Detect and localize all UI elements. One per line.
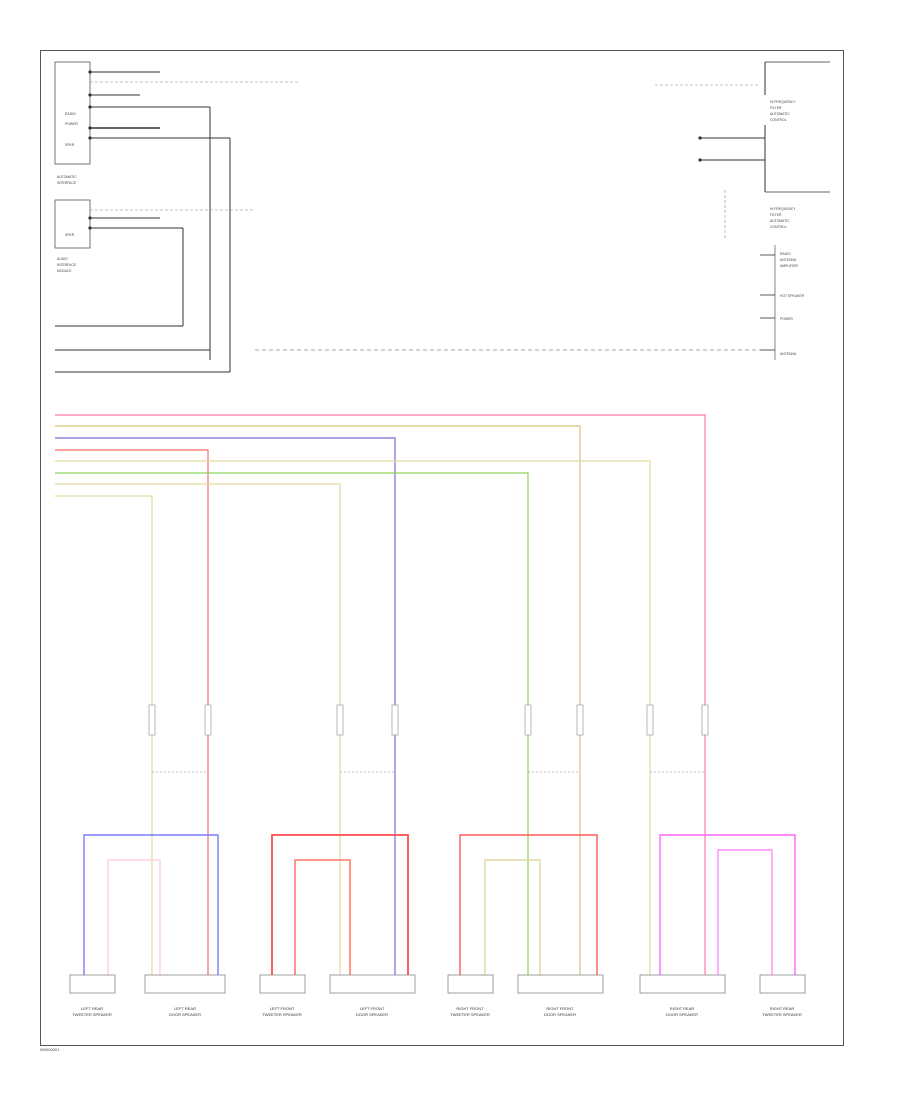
wire-pink [55,414,706,975]
wire-green [55,472,529,975]
module-label: CONTROL [770,225,787,229]
component-label: ANTENNA [780,258,797,262]
module-label: FILTER [770,213,782,217]
speakers: LEFT REAR TWEETER SPEAKER LEFT REAR DOOR… [69,974,806,1017]
speaker-rf-tweeter: RIGHT FRONT TWEETER SPEAKER [447,974,494,1017]
radio-module-top: RADIO POWER SPKR [54,61,300,372]
speaker-rf-speaker: RIGHT FRONT DOOR SPEAKER [517,974,604,1017]
module-label: INTERFACE [57,181,77,185]
module-label: AUTOMATIC [770,219,790,223]
radio-pin-label: RADIO [65,112,76,116]
speaker-label: LEFT FRONT [270,1006,295,1011]
component-label: POWER [780,317,793,321]
module-label: HI FREQUENCY [770,207,796,211]
right-module-top: HI FREQUENCY FILTER AUTOMATIC CONTROL [655,61,830,122]
radio-pin-label: SPKR [65,233,75,237]
right-side-components: RADIO ANTENNA AMPLIFIER HOT SPEAKER POWE… [760,245,805,360]
wire-yellow-tan-1 [55,460,651,975]
speaker-rr-speaker: RIGHT REAR DOOR SPEAKER [639,974,726,1017]
speaker-label: LEFT FRONT [360,1006,385,1011]
right-module-mid: HI FREQUENCY FILTER AUTOMATIC CONTROL [698,125,830,240]
left-module-labels: AUTOMATIC INTERFACE [57,175,77,185]
module-label: AUTOMATIC [57,175,77,179]
speaker-label: LEFT REAR [174,1006,196,1011]
speaker-group-left-rear [83,834,219,975]
speaker-label: DOOR SPEAKER [666,1012,698,1017]
radio-pin-label: SPKR [65,143,75,147]
ground-returns [55,325,760,373]
speaker-label: TWEETER SPEAKER [72,1012,112,1017]
radio-module-second: SPKR AUDIO INTERFACE MODULE [54,199,255,326]
speaker-group-right-front [459,834,598,975]
wire-red [55,449,209,975]
speaker-group-left-front [271,834,409,975]
diagram-code: W0000001 [40,1047,60,1052]
speaker-label: DOOR SPEAKER [356,1012,388,1017]
component-label: RADIO [780,252,791,256]
speaker-lf-speaker: LEFT FRONT DOOR SPEAKER [329,974,416,1017]
module-label: AUDIO [57,257,68,261]
speaker-lr-tweeter: LEFT REAR TWEETER SPEAKER [69,974,116,1017]
speaker-label: RIGHT REAR [670,1006,695,1011]
speaker-label: RIGHT FRONT [546,1006,574,1011]
speaker-label: DOOR SPEAKER [169,1012,201,1017]
component-label: AMPLIFIER [780,264,798,268]
module-label: HI FREQUENCY [770,100,796,104]
component-label: ANTENNA [780,352,797,356]
splice-connectors [148,704,709,773]
module-label: FILTER [770,106,782,110]
wire-violet [55,437,396,975]
module-label: MODULE [57,269,72,273]
wire-yellow-tan-3 [55,495,153,975]
speaker-label: DOOR SPEAKER [544,1012,576,1017]
wire-tan [55,425,581,975]
diagram-frame [40,50,844,1046]
radio-pin-label: POWER [65,122,78,126]
speaker-group-right-rear [659,834,796,975]
speaker-label: TWEETER SPEAKER [262,1012,302,1017]
module-label: AUTOMATIC [770,112,790,116]
module-label: INTERFACE [57,263,77,267]
speaker-label: RIGHT FRONT [456,1006,484,1011]
wire-yellow-tan-2 [55,483,341,975]
speaker-lf-tweeter: LEFT FRONT TWEETER SPEAKER [259,974,306,1017]
component-label: HOT SPEAKER [780,294,805,298]
speaker-wire-bus [55,414,706,975]
module-label: CONTROL [770,118,787,122]
speaker-rr-tweeter: RIGHT REAR TWEETER SPEAKER [759,974,806,1017]
speaker-label: TWEETER SPEAKER [450,1012,490,1017]
speaker-label: RIGHT REAR [770,1006,795,1011]
speaker-label: TWEETER SPEAKER [762,1012,802,1017]
speaker-label: LEFT REAR [81,1006,103,1011]
speaker-lr-speaker: LEFT REAR DOOR SPEAKER [144,974,226,1017]
